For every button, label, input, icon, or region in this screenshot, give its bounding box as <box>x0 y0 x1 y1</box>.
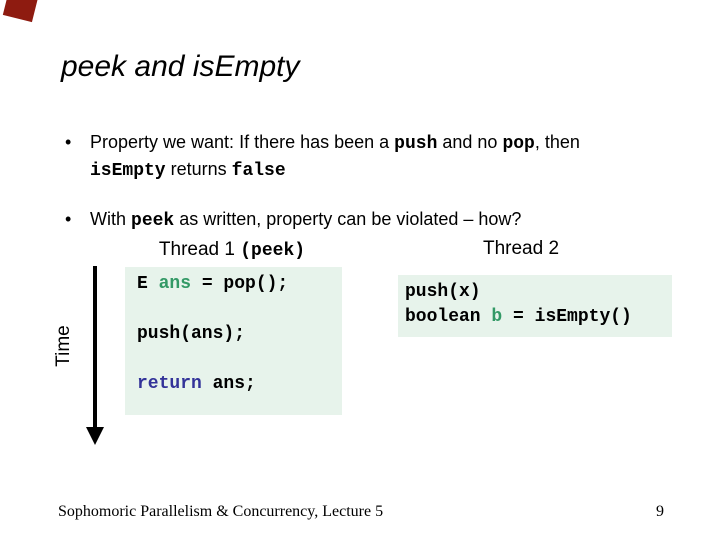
text-segment: push <box>394 134 438 154</box>
time-axis-label: Time <box>53 325 74 367</box>
text-segment: (peek) <box>240 241 306 261</box>
thread1-header: Thread 1 (peek) <box>107 239 357 262</box>
text-line: E ans = pop(); <box>137 272 342 297</box>
text-line: push(x) <box>405 280 672 305</box>
bullet-item-property: Property we want: If there has been a pu… <box>62 130 668 184</box>
text-segment: and no <box>437 132 503 152</box>
slide-title: peek and isEmpty <box>61 50 300 83</box>
text-line <box>137 347 342 372</box>
text-segment: isEmpty <box>90 161 166 181</box>
text-segment: push(ans); <box>137 324 246 344</box>
text-segment: Property we want: If there has been a <box>90 132 395 152</box>
corner-decoration <box>2 0 40 23</box>
thread1-code-block: E ans = pop(); push(ans); return ans; <box>125 267 342 415</box>
time-arrow-line <box>93 266 97 428</box>
text-line: return ans; <box>137 372 342 397</box>
footer-page-number: 9 <box>656 503 664 520</box>
text-line: isEmpty returns false <box>90 157 668 184</box>
time-arrow-head-icon <box>86 427 104 445</box>
text-segment: push(x) <box>405 282 481 302</box>
thread2-header: Thread 2 <box>482 238 560 259</box>
text-line: boolean b = isEmpty() <box>405 305 672 330</box>
text-line <box>137 297 342 322</box>
text-segment: , then <box>534 132 580 152</box>
text-segment: peek <box>131 211 175 231</box>
text-line: push(ans); <box>137 322 342 347</box>
text-line: With peek as written, property can be vi… <box>90 207 668 234</box>
bullet-item-peek-violated: With peek as written, property can be vi… <box>62 207 668 234</box>
text-segment: false <box>231 161 286 181</box>
text-segment: returns <box>165 159 232 179</box>
text-segment: as written, property can be violated – h… <box>174 209 522 229</box>
text-segment: = pop(); <box>191 274 289 294</box>
text-segment: ans; <box>201 374 256 394</box>
text-line: Property we want: If there has been a pu… <box>90 130 668 157</box>
footer-course-title: Sophomoric Parallelism & Concurrency, Le… <box>58 503 384 520</box>
text-segment: ans <box>158 274 192 294</box>
text-line: Thread 1 (peek) <box>107 239 357 262</box>
text-segment: return <box>137 374 202 394</box>
text-segment: Thread 1 <box>158 239 241 260</box>
text-segment: boolean <box>405 307 492 327</box>
text-segment: E <box>137 274 159 294</box>
thread2-code-block: push(x) boolean b = isEmpty() <box>398 275 672 337</box>
bullet-list: Property we want: If there has been a pu… <box>62 130 668 234</box>
text-segment: pop <box>502 134 535 154</box>
text-segment: b <box>491 307 503 327</box>
text-segment: = isEmpty() <box>502 307 632 327</box>
text-segment: With <box>90 209 132 229</box>
